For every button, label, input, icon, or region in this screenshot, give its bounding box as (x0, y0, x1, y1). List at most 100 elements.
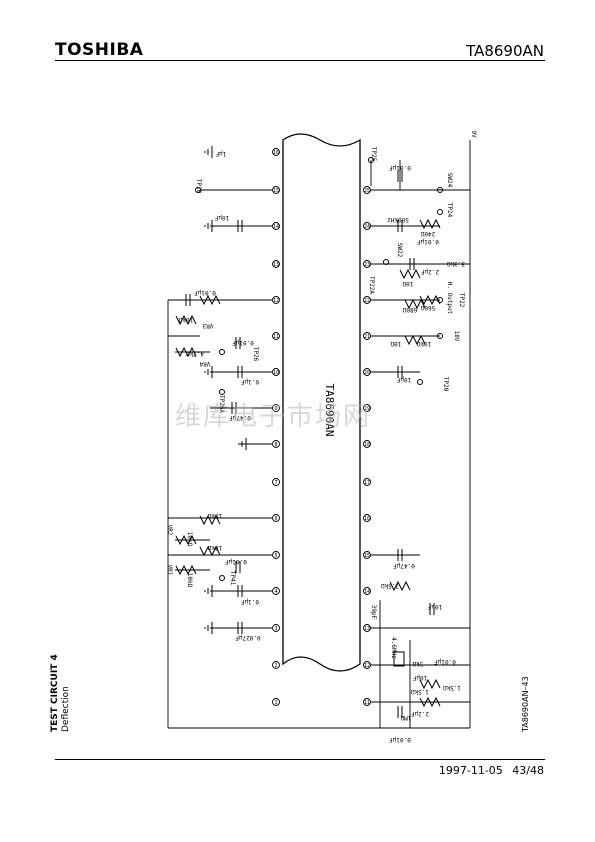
svg-text:19: 19 (364, 406, 370, 412)
svg-text:7: 7 (274, 480, 277, 486)
component-symbols-right (368, 157, 443, 718)
footer-rule (55, 759, 545, 760)
svg-text:10μF: 10μF (412, 674, 427, 681)
svg-text:0.01μF: 0.01μF (389, 164, 411, 171)
right-pins (363, 186, 371, 706)
svg-text:TP25: TP25 (370, 147, 377, 162)
svg-text:2.2μF: 2.2μF (421, 268, 439, 275)
page-identifier: TA8690AN–43 (521, 676, 530, 732)
svg-text:0.47μF: 0.47μF (229, 414, 251, 421)
svg-text:1MΩ: 1MΩ (400, 714, 411, 721)
svg-text:SW22: SW22 (396, 243, 403, 258)
svg-text:10μF: 10μF (396, 376, 411, 383)
svg-text:10kΩ: 10kΩ (178, 316, 193, 323)
svg-text:14: 14 (364, 589, 370, 595)
svg-text:18kΩ: 18kΩ (207, 512, 222, 519)
svg-text:0.01μF: 0.01μF (434, 658, 456, 665)
svg-text:0.01μF: 0.01μF (389, 736, 411, 743)
svg-text:TP26: TP26 (252, 347, 259, 362)
svg-text:H. Output: H. Output (446, 282, 453, 315)
svg-text:6: 6 (274, 516, 277, 522)
svg-text:12: 12 (273, 298, 279, 304)
svg-text:10kΩ: 10kΩ (416, 340, 431, 347)
svg-text:0.1μF: 0.1μF (241, 598, 259, 605)
ground-rail-left (167, 140, 471, 729)
rotated-schematic-labels: 1μF TP20 10μF 0.01μF 10kΩ VR3 4.7kΩ 0.01… (166, 130, 477, 743)
svg-text:25: 25 (364, 188, 370, 194)
svg-text:SW24: SW24 (446, 173, 453, 188)
svg-text:20: 20 (364, 370, 370, 376)
svg-text:18V: 18V (453, 331, 460, 342)
svg-text:9: 9 (274, 406, 277, 412)
document-part-number: TA8690AN (466, 42, 544, 60)
svg-text:15: 15 (273, 188, 279, 194)
svg-text:13: 13 (364, 626, 370, 632)
svg-text:0.01μF: 0.01μF (225, 558, 247, 565)
svg-text:TP20: TP20 (195, 179, 202, 194)
svg-text:10Ω: 10Ω (402, 280, 413, 287)
svg-text:TP26A: TP26A (218, 395, 225, 413)
svg-text:TP41: TP41 (229, 571, 236, 586)
svg-text:3.3kΩ: 3.3kΩ (447, 260, 465, 267)
svg-text:22: 22 (364, 298, 370, 304)
watermark-text: 维库电子市场网 (175, 402, 372, 432)
header-rule (55, 60, 545, 61)
svg-text:11: 11 (364, 700, 370, 706)
svg-text:0.1μF: 0.1μF (241, 378, 259, 385)
svg-text:3: 3 (274, 626, 277, 632)
svg-text:0.01μF: 0.01μF (194, 289, 216, 296)
svg-text:16: 16 (273, 150, 279, 156)
svg-text:3kΩ: 3kΩ (412, 660, 423, 667)
ground-symbols (204, 146, 247, 634)
footer: 1997-11-05 43/48 (439, 764, 544, 777)
svg-text:TP22: TP22 (458, 293, 465, 308)
svg-text:2.2μF: 2.2μF (411, 710, 429, 717)
svg-text:0.01μF: 0.01μF (232, 339, 254, 346)
svg-text:VR1: VR1 (166, 565, 173, 576)
svg-text:10: 10 (273, 370, 279, 376)
svg-text:18kΩ: 18kΩ (207, 544, 222, 551)
svg-text:1.5kΩ: 1.5kΩ (443, 684, 461, 691)
svg-text:1μF: 1μF (215, 150, 226, 157)
svg-text:1.5kΩ: 1.5kΩ (411, 688, 429, 695)
svg-text:10μF: 10μF (214, 214, 229, 221)
svg-text:16: 16 (364, 516, 370, 522)
svg-text:680Ω: 680Ω (402, 306, 417, 313)
svg-text:10Ω: 10Ω (390, 340, 401, 347)
brand-logo: TOSHIBA (55, 40, 144, 60)
svg-text:560Ω: 560Ω (420, 304, 435, 311)
svg-text:17: 17 (364, 480, 370, 486)
svg-text:21: 21 (364, 334, 370, 340)
svg-text:9V: 9V (470, 130, 477, 138)
svg-text:0.01μF: 0.01μF (417, 238, 439, 245)
svg-text:10kΩ: 10kΩ (186, 532, 193, 547)
svg-text:39pF: 39pF (370, 605, 377, 620)
test-circuit-subtitle: Deflection (61, 686, 71, 732)
svg-text:8: 8 (274, 442, 277, 448)
test-circuit-caption: TEST CIRCUIT 4 Deflection (50, 654, 72, 732)
ic-label: TA8690AN (323, 384, 336, 437)
footer-page-number: 43/48 (512, 764, 544, 777)
svg-text:5: 5 (274, 553, 277, 559)
svg-text:7.5kΩ: 7.5kΩ (381, 582, 399, 589)
test-circuit-title: TEST CIRCUIT 4 (50, 654, 60, 732)
svg-text:VR4: VR4 (199, 360, 210, 367)
svg-text:11: 11 (273, 334, 279, 340)
svg-text:VR2: VR2 (166, 525, 173, 536)
svg-text:TP22A: TP22A (368, 276, 375, 294)
svg-text:VR3: VR3 (202, 322, 213, 329)
svg-text:13: 13 (273, 262, 279, 268)
svg-text:23: 23 (364, 262, 370, 268)
svg-text:4.7kΩ: 4.7kΩ (186, 350, 204, 357)
svg-text:TP24: TP24 (446, 203, 453, 218)
left-pins (272, 148, 280, 706)
svg-text:0.027μF: 0.027μF (235, 634, 261, 641)
svg-text:500kHz: 500kHz (387, 216, 409, 223)
svg-text:18: 18 (364, 442, 370, 448)
svg-text:240Ω: 240Ω (420, 230, 435, 237)
ic-body (282, 133, 361, 672)
svg-text:15: 15 (364, 553, 370, 559)
svg-text:10kΩ: 10kΩ (186, 573, 193, 588)
